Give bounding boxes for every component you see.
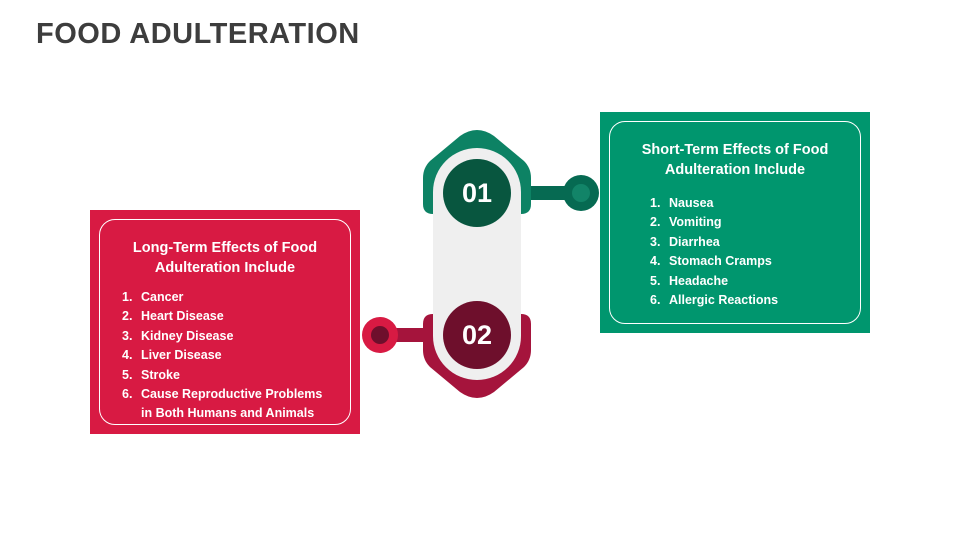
list-item: 1. Cancer (122, 288, 336, 307)
step-badge-02-label: 02 (462, 320, 492, 350)
list-item-text: Stroke (141, 367, 180, 382)
list-item: 2. Heart Disease (122, 307, 336, 326)
list-item-number: 4. (122, 348, 133, 363)
list-item-text: Liver Disease (141, 348, 222, 363)
step-badge-01-label: 01 (462, 178, 492, 208)
list-item-text: Headache (669, 273, 729, 288)
list-item: 6. Cause Reproductive Problems in Both H… (122, 385, 336, 424)
list-item-number: 3. (122, 328, 133, 343)
panel-long-term-heading-line2: Adulteration Include (154, 260, 296, 276)
panel-long-term-inner-border: Long-Term Effects of Food Adulteration I… (99, 219, 351, 425)
list-item: 5. Stroke (122, 366, 336, 385)
panel-short-term-heading-line2: Adulteration Include (664, 162, 806, 178)
list-item-number: 5. (650, 273, 661, 288)
panel-long-term-effects: Long-Term Effects of Food Adulteration I… (90, 210, 360, 434)
process-connector-graphic: 01 02 (355, 130, 610, 398)
panel-long-term-heading-line1: Long-Term Effects of Food (132, 240, 318, 256)
list-item: 4. Liver Disease (122, 346, 336, 365)
list-item-text: Diarrhea (669, 234, 720, 249)
list-item-number: 6. (650, 292, 661, 307)
page-title: FOOD ADULTERATION (36, 18, 360, 50)
list-item-number: 5. (122, 367, 133, 382)
list-item: 4. Stomach Cramps (650, 252, 846, 271)
list-item: 1. Nausea (650, 194, 846, 213)
panel-short-term-list: 1. Nausea 2. Vomiting 3. Diarrhea 4. Sto… (650, 194, 846, 310)
list-item-text: Cancer (141, 290, 184, 304)
list-item-text: Nausea (669, 196, 714, 210)
list-item-number: 6. (122, 386, 133, 401)
panel-short-term-heading-line1: Short-Term Effects of Food (641, 142, 829, 158)
list-item-number: 3. (650, 234, 661, 249)
panel-short-term-heading: Short-Term Effects of Food Adulteration … (630, 140, 840, 180)
list-item-number: 2. (122, 309, 133, 324)
list-item-number: 1. (650, 196, 661, 210)
list-item-number: 2. (650, 215, 661, 230)
list-item: 5. Headache (650, 272, 846, 291)
list-item: 3. Diarrhea (650, 233, 846, 252)
list-item-text: Stomach Cramps (669, 254, 772, 269)
step-badge-01-circle (443, 159, 511, 227)
list-item: 3. Kidney Disease (122, 327, 336, 346)
list-item-text: Cause Reproductive Problems in Both Huma… (141, 386, 323, 421)
panel-short-term-inner-border: Short-Term Effects of Food Adulteration … (609, 121, 861, 324)
list-item: 6. Allergic Reactions (650, 291, 846, 310)
step-badge-02-circle (443, 301, 511, 369)
panel-long-term-heading: Long-Term Effects of Food Adulteration I… (120, 238, 330, 278)
list-item: 2. Vomiting (650, 213, 846, 232)
list-item-number: 4. (650, 254, 661, 269)
panel-short-term-effects: Short-Term Effects of Food Adulteration … (600, 112, 870, 333)
list-item-text: Vomiting (669, 215, 722, 230)
list-item-number: 1. (122, 290, 133, 304)
list-item-text: Allergic Reactions (669, 292, 779, 307)
connector-dot-left (362, 317, 398, 353)
connector-dot-right (563, 175, 599, 211)
panel-long-term-list: 1. Cancer 2. Heart Disease 3. Kidney Dis… (122, 288, 336, 424)
list-item-text: Kidney Disease (141, 328, 234, 343)
list-item-text: Heart Disease (141, 309, 224, 324)
